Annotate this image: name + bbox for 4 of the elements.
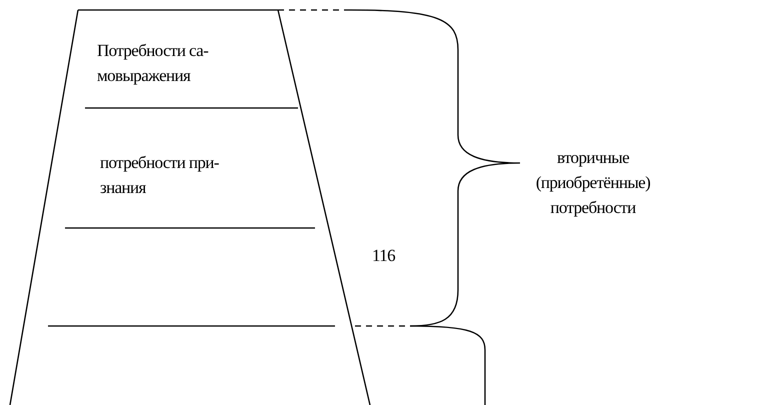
brace-caption: вторичные (приобретённые) потребности (534, 147, 652, 219)
page-number: 116 (372, 245, 396, 267)
pyramid-level-text: Потребности са- мовыражения (97, 38, 257, 88)
pyramid-level-text: потребности при- знания (100, 150, 260, 200)
